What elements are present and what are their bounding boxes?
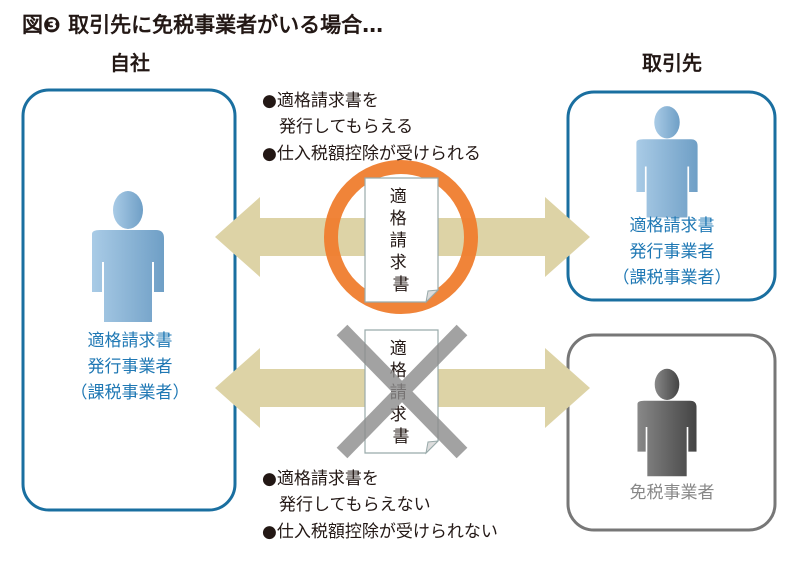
self-person-icon bbox=[92, 191, 164, 322]
svg-text:適格請求書: 適格請求書 bbox=[630, 216, 715, 236]
svg-text:（課税事業者）: （課税事業者） bbox=[71, 383, 190, 403]
partner-taxable-box bbox=[566, 90, 777, 302]
partner-exempt-person-icon bbox=[637, 368, 697, 477]
self-box-label: 適格請求書 発行事業者 （課税事業者） bbox=[71, 331, 190, 403]
svg-text:●適格請求書を: ●適格請求書を bbox=[262, 469, 379, 489]
svg-text:適格請求書: 適格請求書 bbox=[88, 331, 173, 351]
partner-label: 取引先 bbox=[642, 51, 702, 75]
invoice-document-top: 適 格 請 求 書 bbox=[364, 177, 440, 304]
svg-text:発行事業者: 発行事業者 bbox=[88, 357, 173, 377]
ok-circle-icon bbox=[324, 160, 478, 314]
bottom-drawbacks: ●適格請求書を 発行してもらえない ●仕入税額控除が受けられない bbox=[262, 469, 498, 542]
svg-text:発行してもらえる: 発行してもらえる bbox=[262, 117, 413, 137]
svg-text:適 格 請 求: 適 格 請 求 書 bbox=[390, 187, 412, 295]
partner-taxable-person-icon bbox=[636, 106, 698, 218]
svg-text:●仕入税額控除が受けられない: ●仕入税額控除が受けられない bbox=[262, 522, 498, 542]
svg-text:●仕入税額控除が受けられる: ●仕入税額控除が受けられる bbox=[262, 144, 481, 164]
svg-text:発行事業者: 発行事業者 bbox=[630, 242, 715, 262]
ng-cross-icon bbox=[336, 324, 468, 459]
svg-text:●適格請求書を: ●適格請求書を bbox=[262, 91, 379, 111]
partner-taxable-label: 適格請求書 発行事業者 （課税事業者） bbox=[613, 216, 732, 288]
svg-text:（課税事業者）: （課税事業者） bbox=[613, 268, 732, 288]
top-benefits: ●適格請求書を 発行してもらえる ●仕入税額控除が受けられる bbox=[262, 91, 481, 164]
partner-exempt-label: 免税事業者 bbox=[630, 483, 715, 503]
self-label: 自社 bbox=[110, 51, 150, 75]
partner-exempt-box bbox=[566, 333, 777, 532]
figure-title: 図❸ 取引先に免税事業者がいる場合… bbox=[22, 13, 383, 37]
svg-text:発行してもらえない: 発行してもらえない bbox=[262, 495, 431, 515]
self-box bbox=[21, 88, 237, 512]
